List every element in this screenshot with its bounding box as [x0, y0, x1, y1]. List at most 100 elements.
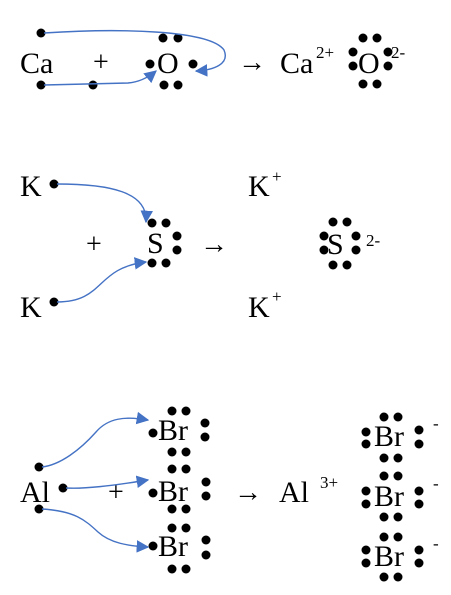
calcium-symbol: Ca [20, 47, 53, 80]
lone-pair-electron [172, 245, 182, 255]
aluminum-symbol: Al [20, 476, 50, 509]
lone-pair-electron [361, 439, 371, 449]
lone-pair-electron [147, 218, 157, 228]
lone-pair-electron [372, 33, 382, 43]
lone-pair-electron [393, 532, 403, 542]
valence-electron [49, 297, 59, 307]
valence-electron [148, 541, 158, 551]
electron-transfer-arrow [41, 411, 150, 468]
lone-pair-electron [181, 523, 191, 533]
lone-pair-electron [348, 47, 358, 57]
lone-pair-electron [200, 432, 210, 442]
lone-pair-electron [358, 33, 368, 43]
potassium-ion-symbol-top: K [248, 170, 270, 203]
lone-pair-electron [379, 471, 389, 481]
lone-pair-electron [414, 558, 424, 568]
lone-pair-electron [181, 447, 191, 457]
lone-pair-electron [379, 453, 389, 463]
yields-arrow: → [238, 47, 266, 78]
lone-pair-electron [181, 464, 191, 474]
lone-pair-electron [181, 504, 191, 514]
lone-pair-electron [383, 47, 393, 57]
lone-pair-electron [200, 418, 210, 428]
valence-electron [148, 488, 158, 498]
valence-electron [188, 59, 198, 69]
bromine-symbol-top: Br [158, 414, 188, 447]
oxide-ion-charge: 2- [391, 43, 406, 62]
electron-transfer-arrow [43, 29, 226, 77]
valence-electron [34, 504, 44, 514]
bromide-ion-symbol-bottom: Br [374, 540, 404, 573]
yields-arrow: → [234, 477, 262, 508]
lone-pair-electron [414, 425, 424, 435]
lone-pair-electron [167, 447, 177, 457]
lone-pair-electron [201, 491, 211, 501]
plus-sign: + [108, 477, 124, 508]
lone-pair-electron [414, 486, 424, 496]
reaction-aluminum-bromide: Al + Br Br Br → Al [20, 406, 439, 582]
plus-sign: + [86, 229, 102, 260]
sulfide-ion-charge: 2- [366, 231, 381, 250]
valence-electron [145, 59, 155, 69]
electron-transfer-arrow [56, 183, 154, 224]
calcium-ion-charge: 2+ [316, 43, 334, 62]
electron-transfer-arrow [43, 70, 157, 86]
lone-pair-electron [393, 412, 403, 422]
potassium-symbol-top: K [20, 170, 42, 203]
lone-pair-electron [393, 471, 403, 481]
potassium-ion-charge-top: + [272, 167, 282, 186]
lone-pair-electron [328, 217, 338, 227]
lone-pair-electron [167, 564, 177, 574]
lone-pair-electron [361, 486, 371, 496]
lone-pair-electron [414, 499, 424, 509]
lone-pair-electron [393, 572, 403, 582]
lone-pair-electron [379, 512, 389, 522]
lone-pair-electron [361, 558, 371, 568]
lone-pair-electron [358, 79, 368, 89]
electron-transfer-arrow [41, 508, 150, 553]
lone-pair-electron [393, 453, 403, 463]
lone-pair-electron [361, 499, 371, 509]
potassium-symbol-bottom: K [20, 291, 42, 324]
oxide-ion-symbol: O [358, 47, 380, 80]
yields-arrow: → [200, 229, 228, 260]
sulfur-symbol: S [147, 227, 164, 260]
lone-pair-electron [201, 535, 211, 545]
valence-electron [148, 428, 158, 438]
lone-pair-electron [161, 258, 171, 268]
lone-pair-electron [161, 218, 171, 228]
lone-pair-electron [351, 231, 361, 241]
lone-pair-electron [342, 260, 352, 270]
aluminum-ion-charge: 3+ [320, 473, 338, 492]
lone-pair-electron [319, 245, 329, 255]
lone-pair-electron [167, 464, 177, 474]
lone-pair-electron [173, 33, 183, 43]
valence-electron [36, 80, 46, 90]
lone-pair-electron [172, 231, 182, 241]
bromide-ion-symbol-middle: Br [374, 480, 404, 513]
lone-pair-electron [361, 545, 371, 555]
lone-pair-electron [181, 406, 191, 416]
lone-pair-electron [379, 572, 389, 582]
valence-electron [58, 483, 68, 493]
calcium-ion-symbol: Ca [280, 47, 313, 80]
bromine-symbol-middle: Br [158, 475, 188, 508]
reaction-potassium-sulfide: K K + S → K + S 2- K + [20, 167, 381, 324]
lone-pair-electron [379, 412, 389, 422]
oxygen-symbol: O [157, 47, 179, 80]
lone-pair-electron [147, 258, 157, 268]
lone-pair-electron [167, 406, 177, 416]
lone-pair-electron [379, 532, 389, 542]
sulfide-ion-symbol: S [327, 228, 344, 261]
reaction-calcium-oxide: Ca + O → Ca 2+ O 2- [20, 28, 406, 90]
bromine-symbol-bottom: Br [158, 530, 188, 563]
valence-electron [49, 179, 59, 189]
lone-pair-electron [372, 79, 382, 89]
lone-pair-electron [201, 477, 211, 487]
potassium-ion-charge-bottom: + [272, 287, 282, 306]
lone-pair-electron [393, 512, 403, 522]
valence-electron [34, 462, 44, 472]
bromide-ion-charge-middle: - [433, 474, 439, 493]
lone-pair-electron [181, 564, 191, 574]
